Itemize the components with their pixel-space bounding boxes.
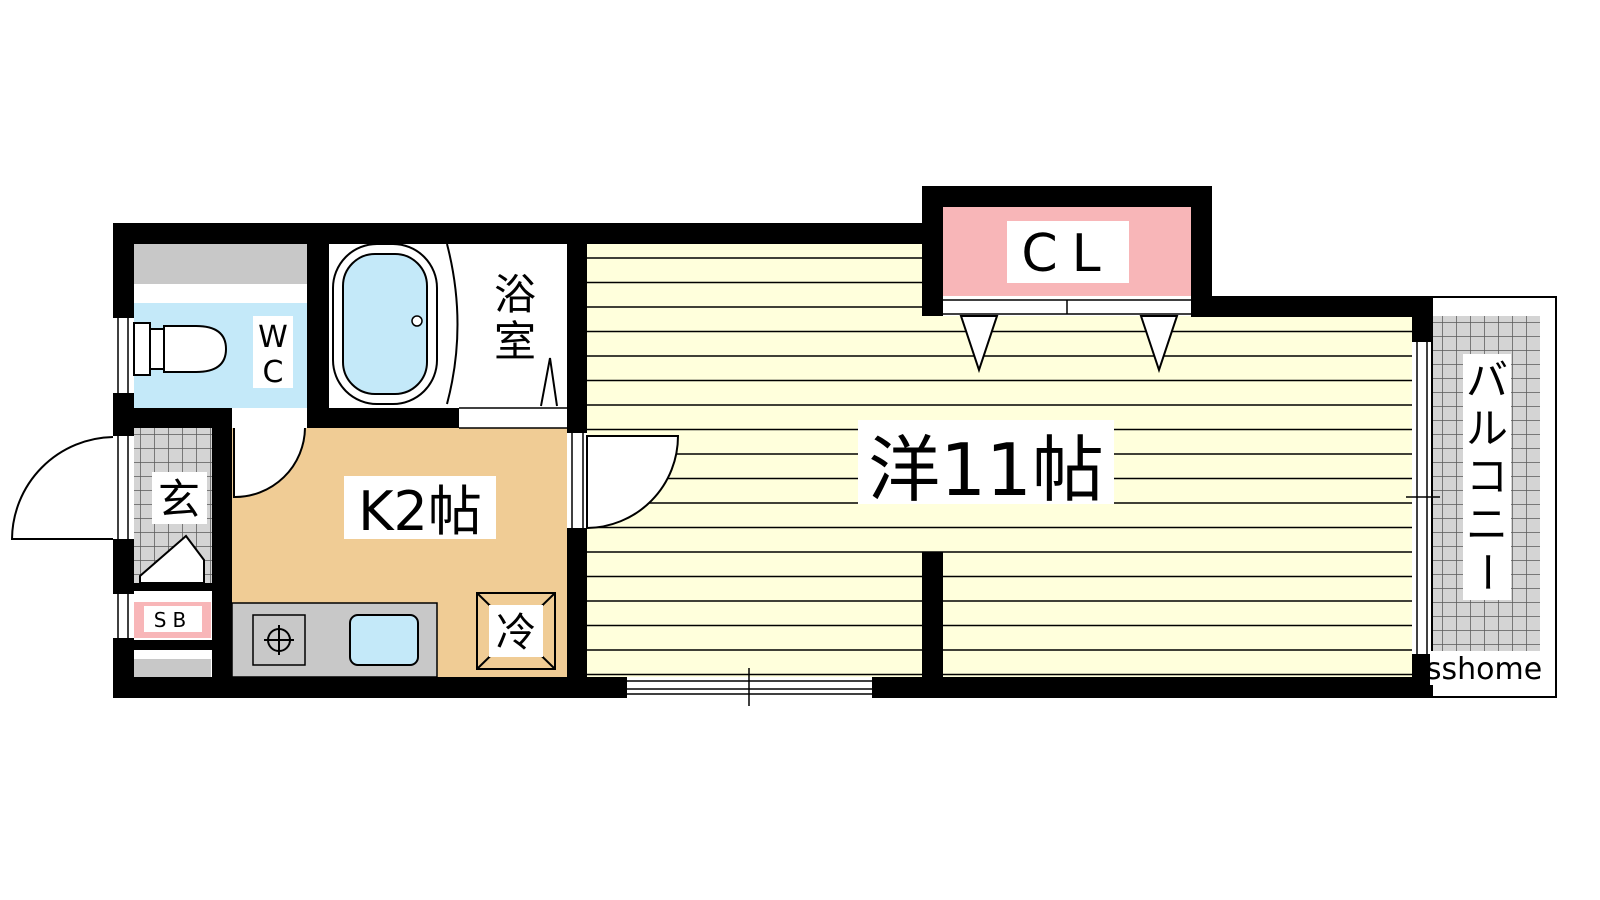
entrance-label: 玄 [158,475,200,524]
sink [349,614,419,666]
kitchen-door-swing [233,427,306,499]
bathtub [332,243,459,405]
kitchen-size: 2 [394,480,428,543]
entrance-step [139,534,205,584]
toilet-label-2: C [263,355,284,390]
svg-text:K2帖: K2帖 [358,480,482,543]
kitchen-name: K [358,480,395,543]
bathroom-label-2: 室 [494,317,536,366]
watermark: sshome [1426,652,1542,687]
kitchen-counter [231,602,438,678]
closet-label: CL [1021,224,1114,284]
toilet-label-1: W [258,320,288,355]
balcony-label-char: ー [1462,551,1511,593]
refrigerator [476,592,556,670]
refrigerator-label: 冷 [496,610,536,656]
balcony-label-char: ル [1466,404,1508,453]
western-door-swing [586,435,680,530]
openings [113,296,1440,706]
entrance-bottom-shelf [134,659,211,677]
bathroom-label-1: 浴 [494,270,536,319]
closet-door-markers [959,315,1179,374]
toilet [133,322,228,376]
western-room [585,242,1430,682]
balcony-label-char: バ [1466,356,1508,405]
bath-door [540,357,558,407]
balcony-outline [1431,296,1557,698]
toilet-shelf [134,244,307,284]
western-room-size: 11 [940,428,1032,512]
balcony-label-char: コ [1466,452,1508,501]
shoe-box-label: SB [154,608,192,632]
western-room-name: 洋 [868,428,940,512]
svg-text:洋11帖: 洋11帖 [868,428,1104,512]
entrance-door-swing [10,436,114,540]
balcony-label-char: ニ [1466,500,1508,549]
western-room-unit: 帖 [1032,428,1104,512]
kitchen-unit: 帖 [428,480,482,543]
